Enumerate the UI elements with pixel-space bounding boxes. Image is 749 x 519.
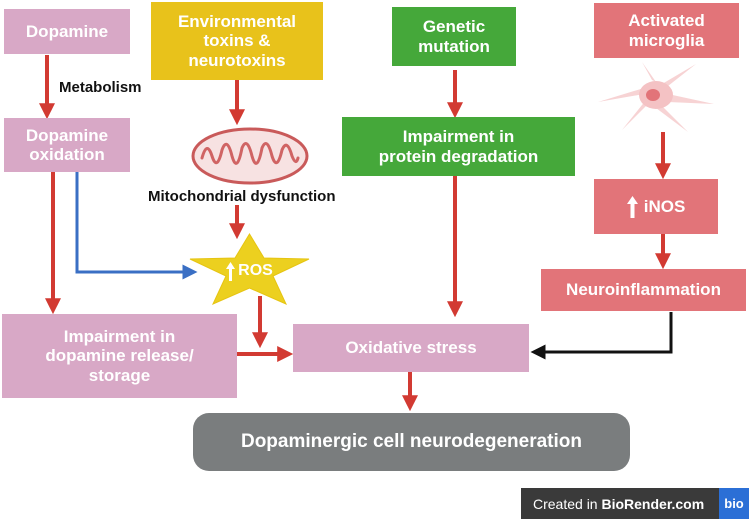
node-dopamine-oxidation: Dopamine oxidation [4,118,130,172]
label-mitochondrial-dysfunction: Mitochondrial dysfunction [148,188,336,205]
ros-label: ROS [238,262,273,279]
node-dopamine-release: Impairment in dopamine release/ storage [2,314,237,398]
biorender-logo: bio [719,488,749,519]
microglia-cell-icon [598,62,714,132]
node-protein-degradation: Impairment in protein degradation [342,117,575,176]
node-inos: iNOS [594,179,718,234]
node-oxidative-stress: Oxidative stress [293,324,529,372]
star-icon [189,233,310,305]
biorender-badge[interactable]: Created in BioRender.com bio [521,488,749,519]
node-activated-microglia: Activated microglia [594,3,739,58]
arrow-neuroinflammation-to-stress [530,312,673,360]
badge-text: Created in BioRender.com [533,495,705,512]
node-genetic-mutation: Genetic mutation [392,7,516,66]
node-neurodegeneration: Dopaminergic cell neurodegeneration [193,413,630,471]
arrow-oxidation-to-ros [75,172,198,280]
up-arrow-icon [226,261,236,281]
up-arrow-icon [626,195,638,218]
inos-label: iNOS [643,196,686,216]
node-environmental-toxins: Environmental toxins & neurotoxins [151,2,323,80]
mitochondrion-icon [191,127,309,185]
node-dopamine: Dopamine [4,9,130,54]
label-metabolism: Metabolism [59,79,142,96]
node-ros: ROS [187,232,312,306]
node-neuroinflammation: Neuroinflammation [541,269,746,311]
